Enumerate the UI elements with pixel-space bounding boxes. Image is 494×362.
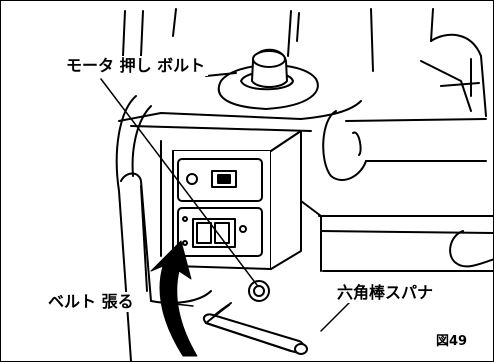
belt-tension-label: ベルト 張る	[45, 292, 137, 312]
motor-bolt	[249, 281, 269, 301]
motor-push-bolt-label: モータ 押し ボルト	[63, 56, 208, 76]
hex-wrench-label: 六角棒スパナ	[334, 283, 436, 303]
figure-number: 図49	[434, 332, 469, 352]
hex-wrench	[204, 303, 307, 354]
top-knob	[206, 50, 318, 109]
